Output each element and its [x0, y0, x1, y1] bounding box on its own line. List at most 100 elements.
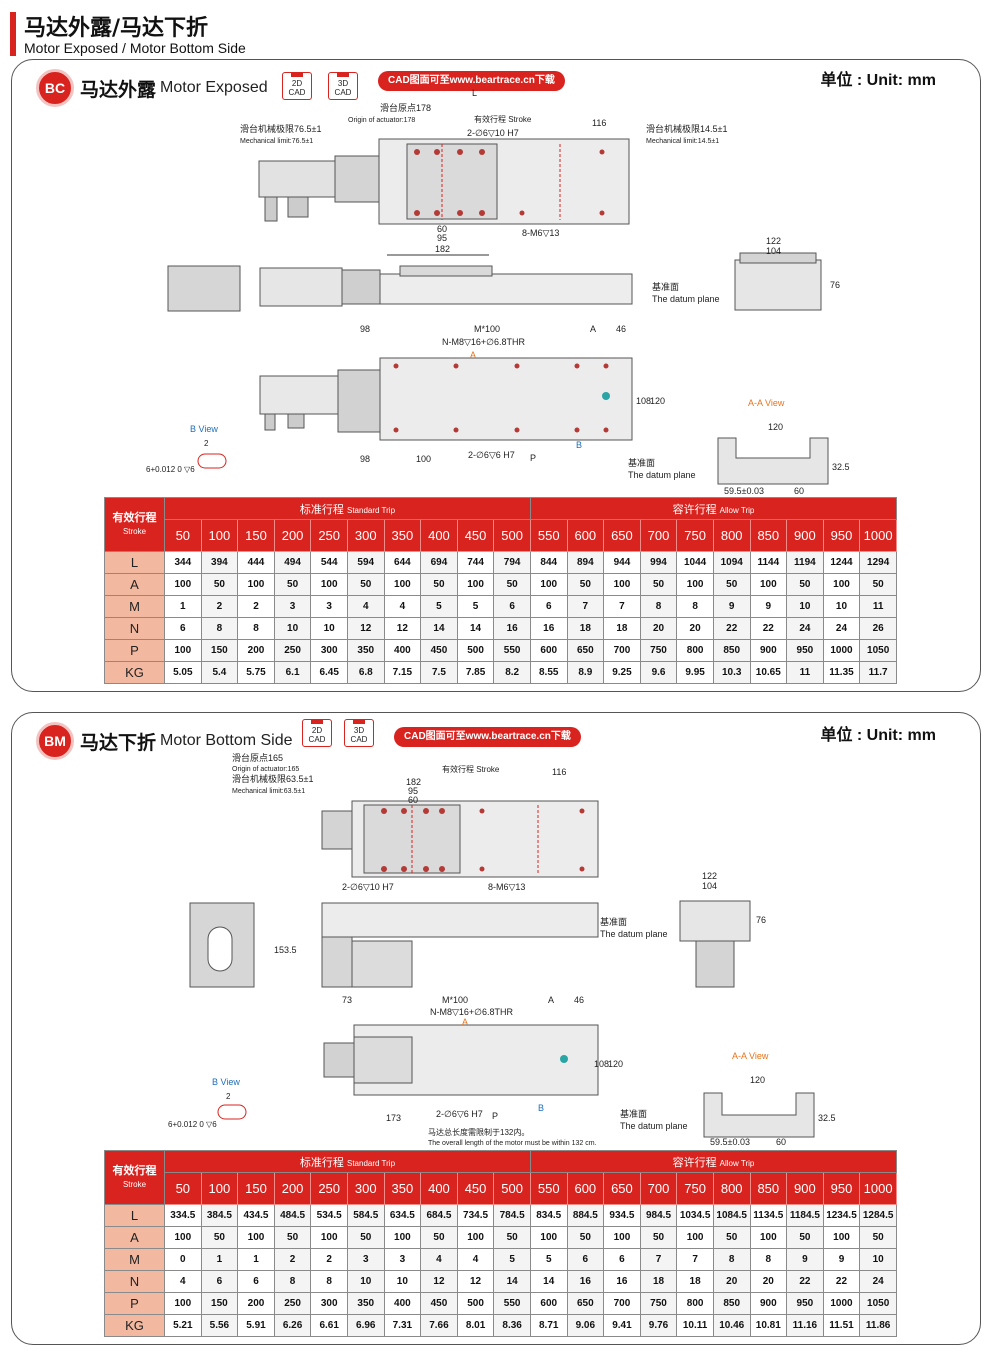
table-cell: 3 — [346, 1248, 385, 1271]
hole-spec-bottom: 2-∅6▽6 H7 — [436, 1109, 483, 1119]
table-cell: 50 — [420, 573, 458, 596]
table-cell: 8.55 — [529, 661, 568, 684]
table-cell: 5.91 — [237, 1314, 275, 1337]
stroke-header-cell: 550 — [529, 519, 568, 552]
tolerance-spec: 6+0.012 0 ▽6 — [168, 1120, 217, 1129]
header-accent-bar — [10, 12, 16, 56]
table-cell: 8.9 — [566, 661, 605, 684]
mech-right-cn: 滑台机械极限14.5±1 — [646, 123, 727, 134]
table-cell: 7 — [676, 1248, 714, 1271]
table-cell: 7 — [639, 1248, 678, 1271]
table-cell: 11.86 — [859, 1314, 897, 1337]
dim-59-5: 59.5±0.03 — [710, 1137, 750, 1147]
table-cell: 7 — [566, 595, 605, 618]
table-cell: 9.95 — [676, 661, 714, 684]
table-cell: 650 — [566, 1292, 605, 1315]
table-cell: 6 — [200, 1270, 239, 1293]
side-view — [167, 265, 633, 312]
table-cell: 0 — [164, 1248, 202, 1271]
table-cell: 26 — [859, 617, 897, 640]
table-cell: 1294 — [859, 551, 897, 574]
table-cell: 4 — [346, 595, 385, 618]
stroke-header-cell: 50 — [164, 1172, 202, 1205]
table-cell: 1 — [237, 1248, 275, 1271]
model-badge: BM — [36, 722, 74, 760]
table-cell: 12 — [346, 617, 385, 640]
table-cell: 20 — [749, 1270, 788, 1293]
cad-3d-icon[interactable]: 3D CAD — [328, 72, 358, 100]
unit-label: 单位 : Unit: mm — [820, 72, 936, 89]
dim-108: 108 — [636, 396, 651, 406]
section-mark-b: B — [538, 1103, 544, 1113]
table-cell: 5 — [456, 595, 495, 618]
stroke-header-cell: 900 — [786, 1172, 824, 1205]
stroke-header-cell: 700 — [639, 1172, 678, 1205]
table-cell: 9 — [749, 595, 788, 618]
cad-download-link[interactable]: CAD图面可至www.beartrace.cn下载 — [394, 727, 581, 747]
dim-60: 60 — [408, 795, 418, 805]
table-cell: 10.3 — [712, 661, 751, 684]
table-cell: 1134.5 — [749, 1204, 788, 1227]
pin-hole-b — [602, 392, 610, 400]
panel-title: BC 马达外露 Motor Exposed — [36, 68, 268, 108]
side-motor — [351, 940, 413, 988]
motor-body — [258, 160, 336, 198]
dim-59-5: 59.5±0.03 — [724, 486, 764, 496]
table-cell: 1284.5 — [859, 1204, 897, 1227]
table-cell: 1050 — [859, 639, 897, 662]
allow-trip-header: 容许行程 Allow Trip — [529, 1150, 898, 1173]
table-cell: 6 — [164, 617, 202, 640]
table-cell: 1194 — [786, 551, 824, 574]
dim-173: 173 — [386, 1113, 401, 1123]
cad-2d-icon[interactable]: 2D CAD — [302, 719, 332, 747]
stroke-header-cell: 650 — [603, 519, 641, 552]
stroke-header-cell: 750 — [676, 519, 714, 552]
table-cell: 844 — [529, 551, 568, 574]
table-cell: 100 — [164, 1292, 202, 1315]
table-cell: 400 — [383, 639, 422, 662]
dim-M100: M*100 — [442, 995, 468, 1005]
table-cell: 8.71 — [529, 1314, 568, 1337]
table-cell: 1 — [200, 1248, 239, 1271]
table-cell: 9 — [822, 1248, 861, 1271]
end-view-body — [679, 900, 751, 942]
model-badge: BC — [36, 69, 74, 107]
table-cell: 20 — [639, 617, 678, 640]
table-cell: 444 — [237, 551, 275, 574]
table-cell: 484.5 — [273, 1204, 312, 1227]
table-cell: 12 — [420, 1270, 458, 1293]
table-cell: 350 — [346, 639, 385, 662]
coupling-housing — [334, 155, 380, 203]
table-cell: 200 — [237, 639, 275, 662]
cad-2d-icon[interactable]: 2D CAD — [282, 72, 312, 100]
stroke-header-cell: 550 — [529, 1172, 568, 1205]
table-cell: 450 — [420, 1292, 458, 1315]
table-cell: 7 — [603, 595, 641, 618]
table-cell: 994 — [639, 551, 678, 574]
table-cell: 6.61 — [310, 1314, 348, 1337]
cad-download-link[interactable]: CAD图面可至www.beartrace.cn下载 — [378, 71, 565, 91]
cad-3d-icon[interactable]: 3D CAD — [344, 719, 374, 747]
table-cell: 22 — [786, 1270, 824, 1293]
table-cell: 4 — [420, 1248, 458, 1271]
end-view-top — [739, 252, 817, 264]
dim-76: 76 — [756, 915, 766, 925]
table-cell: 834.5 — [529, 1204, 568, 1227]
stroke-header-cell: 50 — [164, 519, 202, 552]
b-view-slot — [197, 453, 227, 469]
table-cell: 9.06 — [566, 1314, 605, 1337]
table-cell: 850 — [712, 639, 751, 662]
table-cell: 500 — [456, 639, 495, 662]
table-cell: 10 — [786, 595, 824, 618]
dim-98-top: 98 — [360, 324, 370, 334]
table-cell: 7.85 — [456, 661, 495, 684]
section-mark-a: A — [470, 350, 476, 360]
table-cell: 5.05 — [164, 661, 202, 684]
table-cell: 5.75 — [237, 661, 275, 684]
table-cell: 11.35 — [822, 661, 861, 684]
stroke-header-cell: 650 — [603, 1172, 641, 1205]
